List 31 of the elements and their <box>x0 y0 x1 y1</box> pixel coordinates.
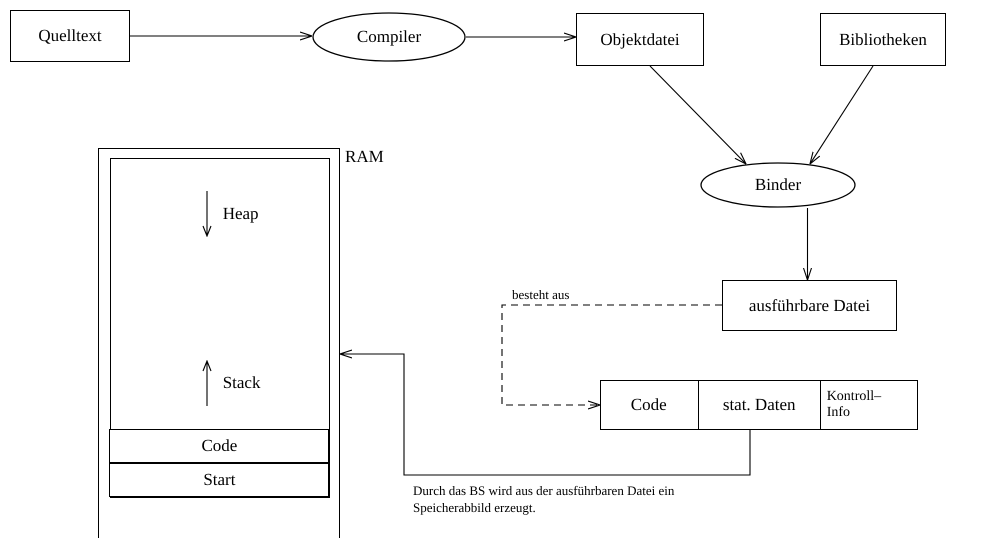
node-label: Compiler <box>356 27 422 47</box>
process-box <box>722 280 897 331</box>
field-label: Code <box>630 394 668 415</box>
arrow <box>339 349 751 476</box>
process-box <box>109 463 330 498</box>
node-label: Objektdatei <box>599 30 681 50</box>
field-label: Kontroll– Info <box>826 388 882 421</box>
node-label: Start <box>202 470 236 490</box>
node-label: ausführbare Datei <box>748 296 872 316</box>
arrow <box>809 66 874 165</box>
process-box <box>820 13 946 66</box>
process-box <box>10 10 130 62</box>
memory-region-label: Stack <box>222 372 260 393</box>
empty-box <box>600 380 918 430</box>
arrow <box>466 32 577 42</box>
arrow <box>802 208 812 281</box>
node-label: Code <box>200 436 238 456</box>
field-label: stat. Daten <box>722 394 797 415</box>
node-label: Bibliotheken <box>838 30 928 50</box>
memory-region-label: Heap <box>222 204 259 224</box>
arrow <box>130 31 313 41</box>
memory-layout-box <box>110 158 330 498</box>
arrow <box>650 66 747 165</box>
memory-label: RAM <box>345 147 384 167</box>
process-ellipse <box>312 12 466 62</box>
node-label: Quelltext <box>37 26 103 46</box>
process-ellipse <box>700 162 856 208</box>
process-box <box>109 429 330 464</box>
dashed-arrow <box>501 304 722 410</box>
process-box <box>576 13 704 66</box>
node-label: Binder <box>754 175 802 195</box>
